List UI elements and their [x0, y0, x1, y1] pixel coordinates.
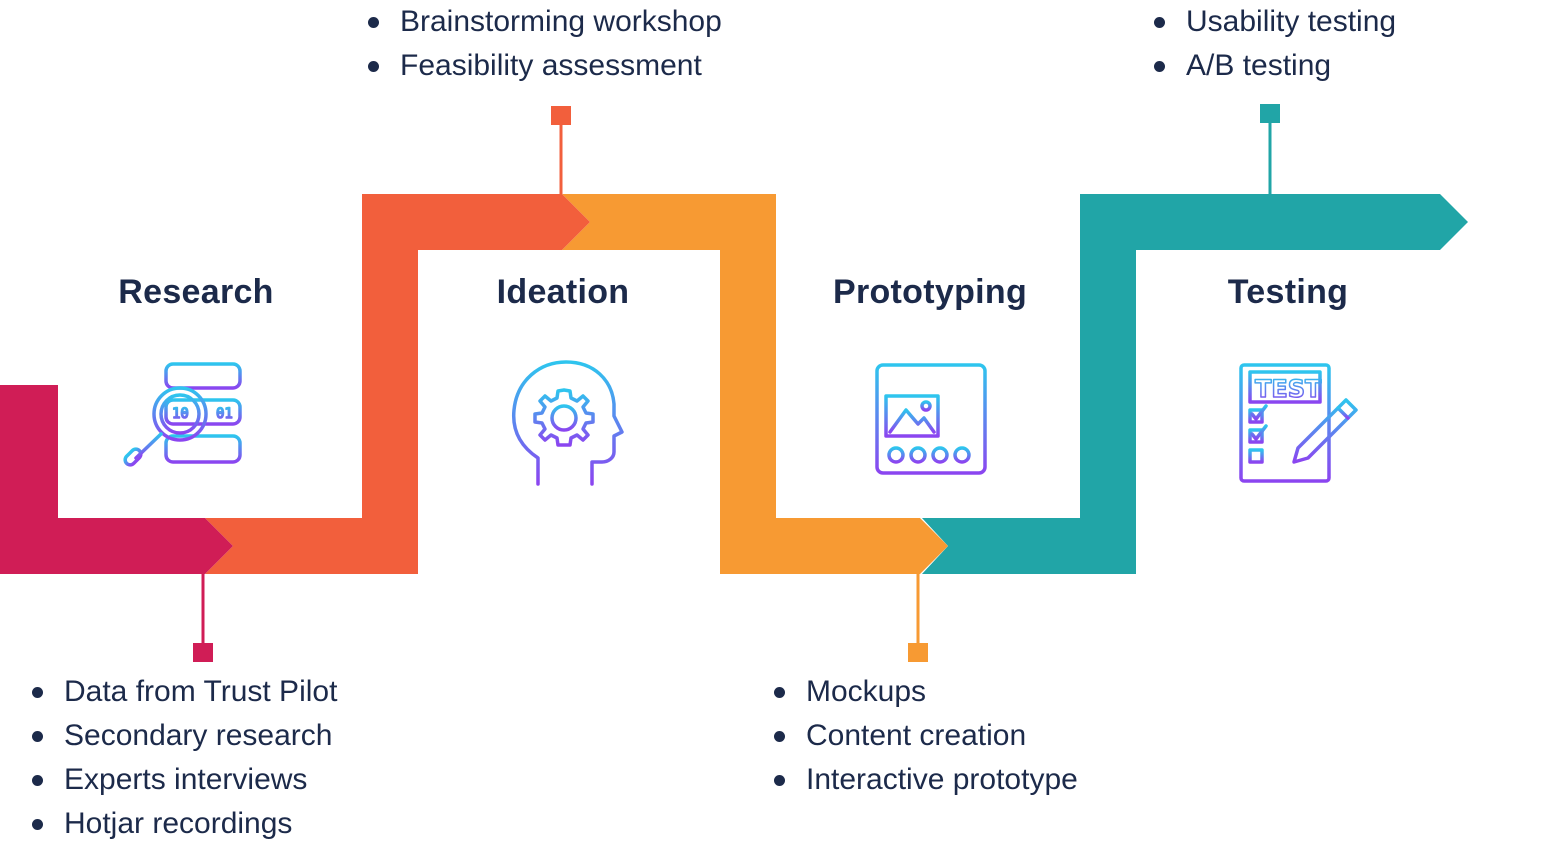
list-item: Data from Trust Pilot	[30, 670, 337, 714]
list-item: Hotjar recordings	[30, 802, 337, 846]
stage-title-ideation: Ideation	[496, 273, 630, 311]
list-item: Mockups	[772, 670, 1078, 714]
ribbon-segment-testing	[922, 194, 1468, 574]
list-item: Content creation	[772, 714, 1078, 758]
research-bullet-list: Data from Trust Pilot Secondary research…	[30, 670, 337, 846]
ribbon-segment-research	[0, 385, 233, 574]
list-item: Interactive prototype	[772, 758, 1078, 802]
list-item: Feasibility assessment	[366, 44, 722, 88]
svg-text:01: 01	[216, 406, 233, 422]
ideation-bullet-list: Brainstorming workshop Feasibility asses…	[366, 0, 722, 88]
svg-text:TEST: TEST	[1255, 375, 1322, 403]
testing-bullet-list: Usability testing A/B testing	[1152, 0, 1396, 88]
browser-wireframe-icon	[875, 363, 987, 475]
connector-research	[193, 574, 213, 662]
list-item: Usability testing	[1152, 0, 1396, 44]
database-search-icon: 10 01	[123, 362, 242, 467]
svg-text:10: 10	[172, 406, 189, 422]
prototyping-bullet-list: Mockups Content creation Interactive pro…	[772, 670, 1078, 802]
head-gear-icon	[511, 360, 624, 486]
list-item: Brainstorming workshop	[366, 0, 722, 44]
ribbon-segment-ideation-orange	[562, 194, 948, 574]
list-item: Experts interviews	[30, 758, 337, 802]
ribbon-segment-ideation-red	[205, 194, 590, 574]
stage-title-research: Research	[118, 273, 274, 311]
connector-testing	[1260, 104, 1280, 194]
stage-title-prototyping: Prototyping	[832, 273, 1028, 311]
list-item: A/B testing	[1152, 44, 1396, 88]
test-checklist-icon: TEST	[1239, 363, 1358, 483]
list-item: Secondary research	[30, 714, 337, 758]
connector-ideation	[551, 106, 571, 194]
connector-prototyping	[908, 574, 928, 662]
stage-title-testing: Testing	[1227, 273, 1349, 311]
